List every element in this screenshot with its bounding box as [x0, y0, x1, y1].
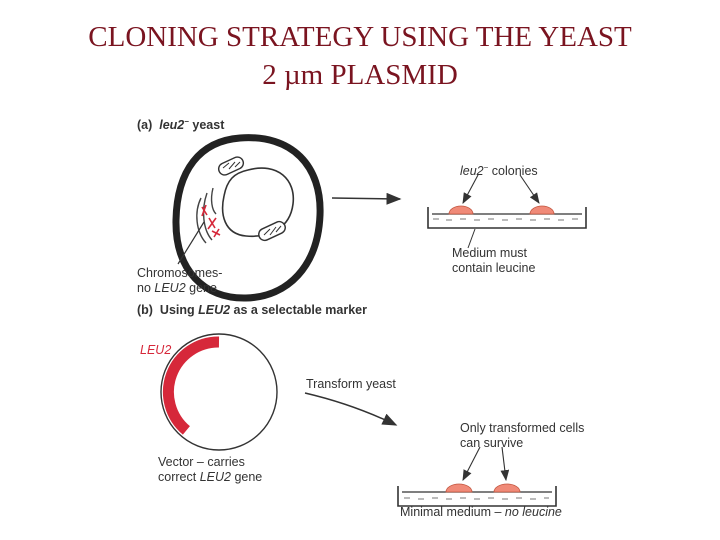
vector-label: Vector – carries correct LEU2 gene: [158, 455, 263, 484]
petri-dish-a: [427, 174, 587, 249]
colony: [529, 205, 555, 215]
transform-arrow: [304, 392, 398, 426]
transformed-cells-label: Only transformed cells can survive: [460, 421, 585, 450]
panel-a-heading: (a) leu2− yeast: [137, 117, 225, 133]
mitochondrion-top: [217, 156, 245, 176]
medium-leucine-label: Medium must contain leucine: [452, 246, 536, 275]
plasmid-vector: [160, 333, 278, 451]
slide-title-line2: 2 µm PLASMID: [262, 59, 458, 91]
colony: [448, 205, 474, 215]
nucleus: [221, 167, 295, 238]
minimal-medium-label: Minimal medium – no leucine: [400, 505, 562, 519]
slide-title-line1: CLONING STRATEGY USING THE YEAST: [88, 21, 632, 53]
colony: [493, 483, 521, 493]
chromosome-pointer: [177, 221, 205, 265]
leu2-plasmid-label: LEU2: [140, 343, 172, 357]
arrow-to-dish-a: [331, 192, 402, 205]
chromosomes-icon: [201, 204, 221, 238]
colony: [445, 483, 473, 493]
panel-b-heading: (b) Using LEU2 as a selectable marker: [137, 303, 367, 317]
mitochondrion-bottom: [258, 220, 286, 242]
yeast-cell: [172, 134, 324, 302]
leu2-marker-segment: [162, 336, 220, 435]
leu2-colonies-label: leu2− colonies: [460, 163, 538, 179]
petri-dish-b: [397, 446, 557, 507]
transform-yeast-label: Transform yeast: [306, 377, 396, 391]
chromosomes-label: Chromosomes- no LEU2 gene: [137, 266, 223, 295]
er-membranes: [196, 187, 217, 244]
